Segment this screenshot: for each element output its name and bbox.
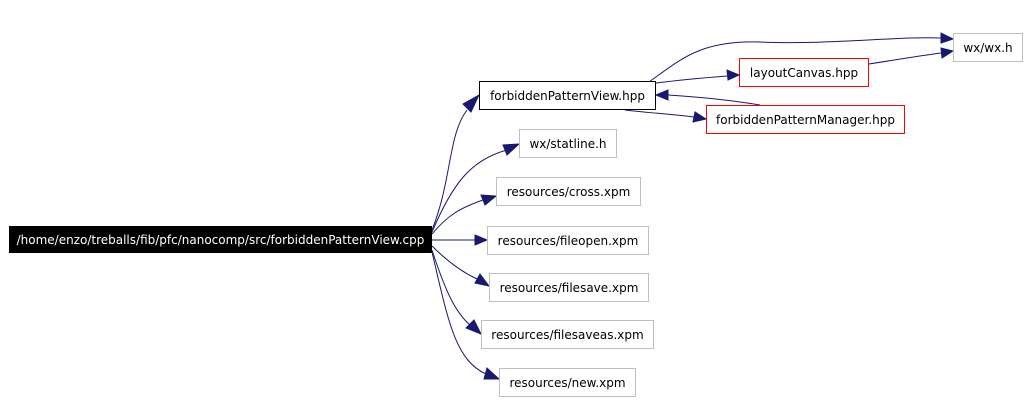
- node-resources-cross-xpm: resources/cross.xpm: [496, 177, 641, 206]
- node-resources-new-xpm: resources/new.xpm: [499, 368, 636, 397]
- edge-root-to-resources-new-xpm: [431, 251, 501, 380]
- edge-root-to-resources-fileopen-xpm: [432, 234, 489, 246]
- edge-layoutCanvas-hpp-to-wx-wx-h: [868, 47, 955, 65]
- node-resources-filesave-xpm: resources/filesave.xpm: [489, 273, 649, 302]
- edge-forbiddenPatternView-hpp-to-forbiddenPatternManager-hpp: [624, 109, 708, 123]
- edge-root-to-resources-filesaveas-xpm: [431, 249, 483, 335]
- node-root-file: /home/enzo/treballs/fib/pfc/nanocomp/src…: [9, 226, 432, 253]
- edge-root-to-resources-filesave-xpm: [431, 245, 491, 287]
- node-layoutCanvas-hpp[interactable]: layoutCanvas.hpp: [739, 58, 869, 87]
- node-wx-wx-h: wx/wx.h: [953, 33, 1023, 62]
- edge-root-to-wx-statline-h: [431, 143, 521, 233]
- edge-root-to-resources-cross-xpm: [431, 194, 498, 235]
- node-resources-fileopen-xpm: resources/fileopen.xpm: [487, 226, 649, 255]
- edge-forbiddenPatternView-hpp-to-layoutCanvas-hpp: [655, 69, 741, 84]
- edge-forbiddenPatternManager-hpp-to-forbiddenPatternView-hpp: [654, 89, 761, 106]
- node-forbiddenPatternView-hpp[interactable]: forbiddenPatternView.hpp: [479, 81, 656, 110]
- node-wx-statline-h: wx/statline.h: [519, 129, 617, 158]
- node-resources-filesaveas-xpm: resources/filesaveas.xpm: [481, 320, 654, 349]
- edge-forbiddenPatternView-hpp-to-wx-wx-h: [648, 32, 955, 83]
- edge-root-to-forbiddenPatternView-hpp: [431, 93, 481, 231]
- node-forbiddenPatternManager-hpp[interactable]: forbiddenPatternManager.hpp: [706, 105, 905, 134]
